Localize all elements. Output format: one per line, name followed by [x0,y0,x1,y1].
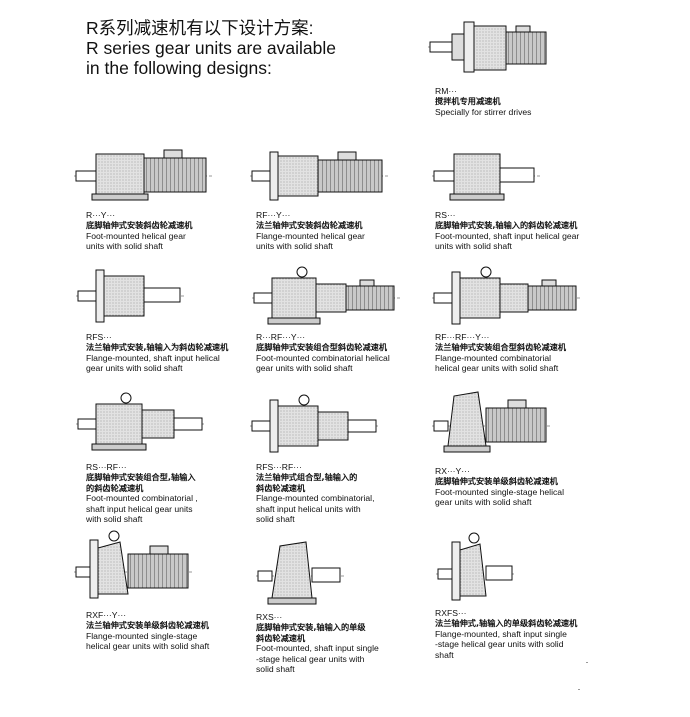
design-name-zh: 斜齿轮减速机 [256,632,306,643]
rs-rf-gear-unit-illustration [76,390,206,452]
design-name-en: units with solid shaft [435,241,512,252]
design-name-en: -stage helical gear units with solid [435,639,564,650]
caption-rs: RS··· 底脚轴伸式安装,轴输入的斜齿轮减速机 Foot-mounted, s… [435,210,579,252]
design-name-en: Flange-mounted single-stage [86,630,198,641]
design-code: R···Y··· [86,210,116,220]
design-name-zh: 法兰轴伸式安装,轴输入为斜齿轮减速机 [86,342,229,353]
design-name-en: -stage helical gear units with [256,653,365,664]
design-name-en: solid shaft [256,514,295,525]
design-name-en: Foot-mounted, shaft input single [256,643,379,654]
design-code: RM··· [435,86,457,96]
scan-speck [586,662,588,663]
design-name-en: gear units with solid shaft [435,497,532,508]
design-name-en: shaft input helical gear units [86,503,193,514]
design-name-zh: 法兰轴伸式安装单级斜齿轮减速机 [86,620,209,631]
design-name-en: Flange-mounted helical gear [256,230,365,241]
design-name-zh: 底脚轴伸式安装,轴输入的单级 [256,622,366,633]
heading-english-line1: R series gear units are available [86,38,336,58]
caption-r-rf-y: R···RF···Y··· 底脚轴伸式安装组合型斜齿轮减速机 Foot-moun… [256,332,390,374]
caption-rf-rf-y: RF···RF···Y··· 法兰轴伸式安装组合型斜齿轮减速机 Flange-m… [435,332,566,374]
caption-rf-y: RF···Y··· 法兰轴伸式安装斜齿轮减速机 Flange-mounted h… [256,210,365,252]
caption-rxs: RXS··· 底脚轴伸式安装,轴输入的单级 斜齿轮减速机 Foot-mounte… [256,612,379,674]
caption-r-y: R···Y··· 底脚轴伸式安装斜齿轮减速机 Foot-mounted heli… [86,210,192,252]
rxfs-gear-unit-illustration [436,530,516,602]
design-name-en: Specially for stirrer drives [435,106,532,117]
design-name-zh: 底脚轴伸式安装组合型斜齿轮减速机 [256,342,388,353]
design-code: R···RF···Y··· [256,332,306,342]
design-name-en: shaft input helical units with [256,503,361,514]
design-name-en: Foot-mounted combinatorial helical [256,352,390,363]
design-name-en: helical gear units with solid shaft [86,641,210,652]
design-code: RF···Y··· [256,210,291,220]
design-code: RX···Y··· [435,466,470,476]
caption-rfs-rf: RFS···RF··· 法兰轴伸式组合型,轴输入的 斜齿轮减速机 Flange-… [256,462,374,524]
design-name-zh: 底脚轴伸式安装,轴输入的斜齿轮减速机 [435,220,578,231]
design-name-en: shaft [435,649,454,660]
design-name-en: Flange-mounted combinatorial [435,352,552,363]
rf-rf-y-gear-unit-illustration [432,266,582,326]
caption-rs-rf: RS···RF··· 底脚轴伸式安装组合型,轴输入 的斜齿轮减速机 Foot-m… [86,462,198,524]
design-name-zh: 底脚轴伸式安装单级斜齿轮减速机 [435,476,558,487]
design-name-zh: 的斜齿轮减速机 [86,482,144,493]
design-name-zh: 法兰轴伸式安装组合型斜齿轮减速机 [435,342,567,353]
heading-english-line2: in the following designs: [86,58,272,78]
design-name-en: Foot-mounted combinatorial , [86,493,198,504]
rfs-gear-unit-illustration [76,266,186,326]
design-name-en: gear units with solid shaft [86,363,183,374]
design-name-zh: 法兰轴伸式,轴输入的单级斜齿轮减速机 [435,618,578,629]
design-name-zh: 底脚轴伸式安装斜齿轮减速机 [86,220,193,231]
design-code: RXFS··· [435,608,467,618]
r-y-gear-unit-illustration [74,146,214,204]
caption-rx-y: RX···Y··· 底脚轴伸式安装单级斜齿轮减速机 Foot-mounted s… [435,466,564,508]
design-name-en: Foot-mounted, shaft input helical gear [435,230,580,241]
design-code: RXS··· [256,612,283,622]
design-name-en: Foot-mounted helical gear [86,230,186,241]
rs-gear-unit-illustration [432,146,542,204]
caption-rm: RM··· 搅拌机专用减速机 Specially for stirrer dri… [435,86,531,117]
design-name-zh: 法兰轴伸式组合型,轴输入的 [256,472,358,483]
design-name-en: Flange-mounted combinatorial, [256,493,375,504]
design-name-zh: 法兰轴伸式安装斜齿轮减速机 [256,220,363,231]
design-name-en: Flange-mounted, shaft input single [435,628,567,639]
design-name-en: with solid shaft [86,514,143,525]
rfs-rf-gear-unit-illustration [250,392,380,454]
r-rf-y-gear-unit-illustration [252,266,402,326]
design-name-en: Flange-mounted, shaft input helical [86,352,220,363]
design-name-en: units with solid shaft [86,241,163,252]
design-code: RF···RF···Y··· [435,332,490,342]
rf-y-gear-unit-illustration [250,148,390,206]
design-name-en: gear units with solid shaft [256,363,353,374]
design-name-en: Foot-mounted single-stage helical [435,486,564,497]
caption-rxf-y: RXF···Y··· 法兰轴伸式安装单级斜齿轮减速机 Flange-mounte… [86,610,209,652]
heading-chinese: R系列减速机有以下设计方案: [86,18,314,38]
design-code: RFS···RF··· [256,462,302,472]
rxf-y-gear-unit-illustration [74,528,194,600]
scan-speck [578,689,580,690]
design-name-zh: 搅拌机专用减速机 [435,96,501,107]
design-name-zh: 斜齿轮减速机 [256,482,306,493]
design-name-en: helical gear units with solid shaft [435,363,559,374]
caption-rxfs: RXFS··· 法兰轴伸式,轴输入的单级斜齿轮减速机 Flange-mounte… [435,608,577,660]
design-code: RFS··· [86,332,112,342]
design-name-en: units with solid shaft [256,241,333,252]
page-heading: R系列减速机有以下设计方案: R series gear units are a… [86,18,336,78]
rm-stirrer-drive-illustration [428,10,548,85]
design-code: RS··· [435,210,456,220]
rx-y-gear-unit-illustration [432,384,552,458]
design-code: RXF···Y··· [86,610,127,620]
rxs-gear-unit-illustration [256,540,346,606]
design-name-zh: 底脚轴伸式安装组合型,轴输入 [86,472,196,483]
design-name-en: solid shaft [256,664,295,675]
caption-rfs: RFS··· 法兰轴伸式安装,轴输入为斜齿轮减速机 Flange-mounted… [86,332,228,374]
design-code: RS···RF··· [86,462,127,472]
